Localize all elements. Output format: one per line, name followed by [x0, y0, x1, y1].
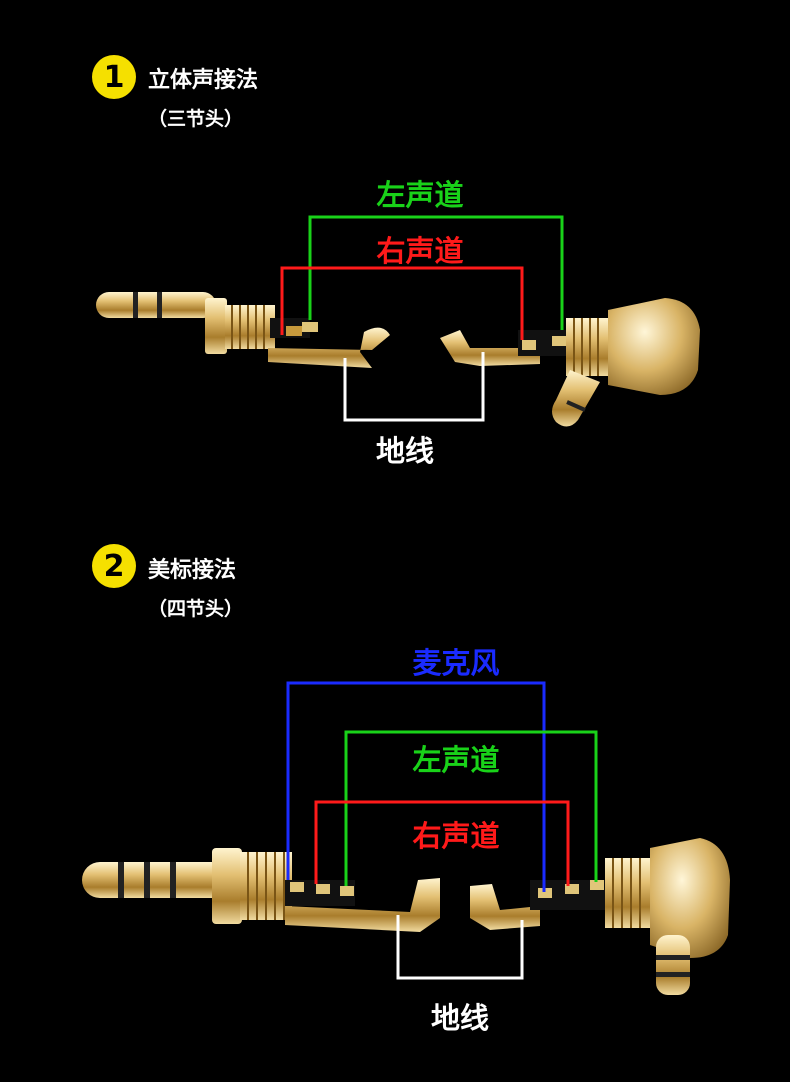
solder-tab	[302, 322, 318, 332]
angled-plug-right	[440, 298, 700, 427]
angled-plug-pin	[656, 935, 690, 995]
step-2-number: 2	[103, 548, 125, 584]
left-channel-wire-1	[308, 215, 564, 330]
angled-plug-housing	[608, 298, 700, 395]
straight-plug-left-4pole	[82, 848, 440, 932]
microphone-label: 麦克风	[412, 646, 500, 680]
plug-ring-stripe	[170, 862, 176, 898]
solder-tab	[590, 880, 604, 890]
plug-collar	[212, 848, 242, 924]
microphone-wire	[286, 681, 546, 892]
ground-strain-relief	[268, 327, 390, 368]
left-channel-wire-2	[344, 730, 598, 886]
section-1-title: 立体声接法	[148, 68, 259, 93]
ground-wire-1	[343, 352, 485, 422]
straight-plug-left	[96, 292, 390, 368]
american-standard-plug-diagram	[82, 681, 730, 995]
angled-plug-housing	[650, 838, 730, 958]
solder-tab	[286, 326, 302, 336]
left-channel-label-1: 左声道	[376, 178, 464, 212]
plug-ring-stripe	[144, 862, 150, 898]
angled-plug-right-4pole	[470, 838, 730, 995]
right-channel-label-2: 右声道	[412, 819, 500, 853]
solder-tab	[290, 882, 304, 892]
right-channel-wire-2	[314, 800, 570, 886]
plug-ring-stripe	[133, 292, 138, 318]
step-1-number: 1	[103, 59, 125, 95]
ground-label-1: 地线	[375, 434, 434, 468]
ground-strain-relief	[440, 330, 540, 366]
right-channel-label-1: 右声道	[376, 234, 464, 268]
plug-collar	[205, 298, 227, 354]
plug-thread	[566, 318, 610, 376]
step-2-badge: 2	[92, 544, 136, 588]
section-1-subtitle: （三节头）	[148, 108, 244, 130]
plug-ring-stripe	[118, 862, 124, 898]
solder-tab	[340, 886, 354, 896]
solder-tab	[565, 884, 579, 894]
plug-thread	[225, 305, 275, 349]
right-channel-wire-1	[280, 266, 524, 340]
angled-plug-pin	[552, 370, 600, 427]
ground-strain-relief	[285, 878, 440, 932]
section-2-subtitle: （四节头）	[148, 598, 244, 620]
solder-tab	[552, 336, 566, 346]
solder-tab	[316, 884, 330, 894]
step-1-badge: 1	[92, 55, 136, 99]
ground-strain-relief	[470, 884, 540, 930]
plug-tip	[96, 292, 216, 318]
left-channel-label-2: 左声道	[412, 743, 500, 777]
ground-wire-2	[396, 915, 524, 980]
plug-tip	[82, 862, 232, 898]
section-2-title: 美标接法	[148, 558, 237, 583]
plug-ring-stripe	[157, 292, 162, 318]
solder-tab	[522, 340, 536, 350]
solder-tab	[538, 888, 552, 898]
stereo-plug-diagram	[96, 215, 700, 427]
ground-label-2: 地线	[430, 1001, 489, 1035]
